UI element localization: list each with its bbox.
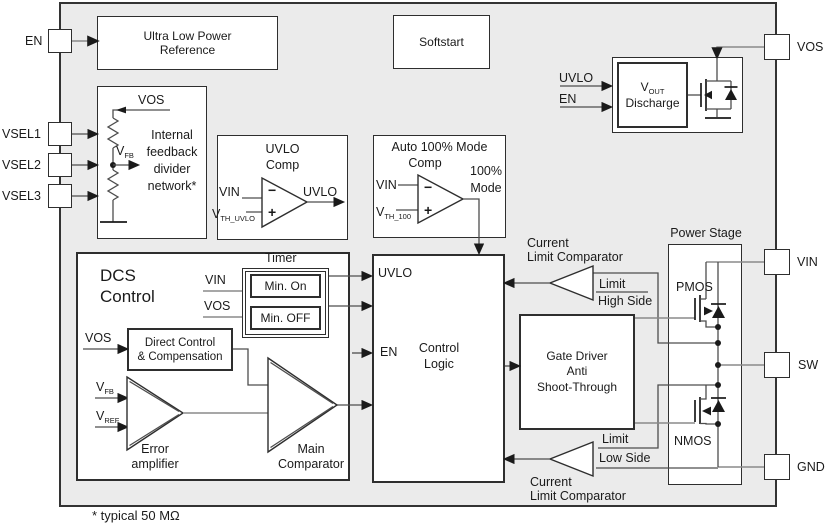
limit-low-limit-label: Limit <box>602 432 629 446</box>
pin-gnd <box>764 454 790 480</box>
pin-label-vsel3: VSEL3 <box>2 189 41 203</box>
nmos-label: NMOS <box>674 434 712 448</box>
vref-input-label: VREF <box>96 409 120 425</box>
power-stage-title: Power Stage <box>670 226 742 240</box>
pin-vsel1 <box>48 122 72 146</box>
pin-label-vsel1: VSEL1 <box>2 127 41 141</box>
vfb-input-label: VFB <box>96 380 114 396</box>
limit-low-side-label: Low Side <box>599 451 651 465</box>
auto100-out-label: 100%Mode <box>470 164 502 195</box>
pin-label-gnd: GND <box>797 460 825 474</box>
limit-high-limit-label: Limit <box>599 277 626 291</box>
reference-line1: Ultra Low Power <box>143 29 232 43</box>
control-logic-block <box>372 254 505 483</box>
min-on-block: Min. On <box>250 274 321 298</box>
dcs-vos-label: VOS <box>204 299 231 313</box>
pin-label-en: EN <box>25 34 43 48</box>
vout-label: VOUT <box>640 80 665 96</box>
auto100-vth-label: VTH_100 <box>376 205 412 221</box>
control-logic-en-label: EN <box>380 345 398 359</box>
direct-control-block: Direct Control & Compensation <box>127 328 233 371</box>
pin-vsel3 <box>48 184 72 208</box>
divider-vos-label: VOS <box>138 93 165 107</box>
pin-vos <box>764 34 790 60</box>
pin-vsel2 <box>48 153 72 177</box>
min-off-block: Min. OFF <box>250 306 321 330</box>
pin-label-sw: SW <box>798 358 819 372</box>
pin-vin <box>764 249 790 275</box>
pin-en <box>48 29 72 53</box>
pin-label-vos: VOS <box>797 40 824 54</box>
control-logic-uvlo-label: UVLO <box>378 266 413 280</box>
reference-line2: Reference <box>159 43 216 57</box>
pin-label-vin: VIN <box>797 255 818 269</box>
uvlo-comp-plus: + <box>268 204 277 220</box>
softstart-label: Softstart <box>419 35 464 49</box>
uvlo-comp-vth-label: VTH_UVLO <box>212 207 255 223</box>
pin-sw <box>764 352 790 378</box>
pin-label-vsel2: VSEL2 <box>2 158 41 172</box>
auto100-title1: Auto 100% Mode <box>391 140 488 154</box>
gate-driver-block: Gate Driver Anti Shoot-Through <box>519 314 635 430</box>
discharge-label: Discharge <box>625 96 680 110</box>
discharge-uvlo-label: UVLO <box>559 71 594 85</box>
uvlo-comp-minus: − <box>268 182 277 198</box>
uvlo-comp-vin-label: VIN <box>219 185 240 199</box>
vfb-tap-label: VFB <box>116 144 134 160</box>
pmos-label: PMOS <box>676 280 713 294</box>
softstart-block: Softstart <box>393 15 490 69</box>
auto100-minus: − <box>424 179 433 195</box>
auto100-vin-label: VIN <box>376 178 397 192</box>
auto100-plus: + <box>424 202 433 218</box>
footnote: * typical 50 MΩ <box>92 508 180 523</box>
timer-inner-border <box>245 271 326 335</box>
discharge-block: VOUT Discharge <box>617 62 688 128</box>
dcc-vos-label: VOS <box>85 331 112 345</box>
discharge-en-label: EN <box>559 92 577 106</box>
auto100-title2: Comp <box>408 156 442 170</box>
timer-label: Timer <box>265 251 297 265</box>
uvlo-comp-out-label: UVLO <box>303 185 338 199</box>
limit-high-side-label: High Side <box>598 294 653 308</box>
dcs-vin-label: VIN <box>205 273 226 287</box>
reference-block: Ultra Low Power Reference <box>97 16 278 70</box>
